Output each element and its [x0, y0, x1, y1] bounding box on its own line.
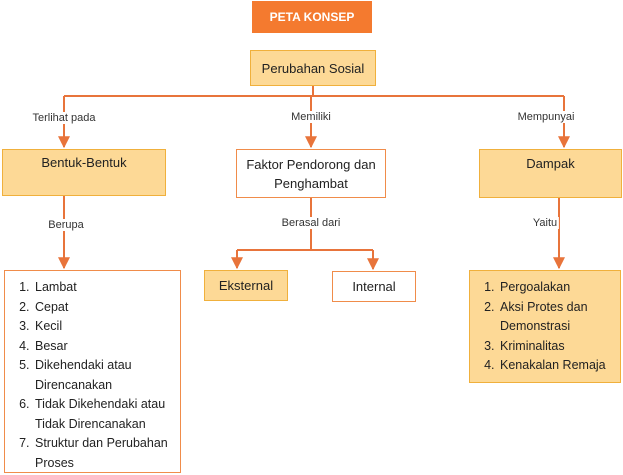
- list-item: Aksi Protes dan Demonstrasi: [498, 298, 616, 337]
- list-bentuk: Lambat Cepat Kecil Besar Dikehendaki ata…: [4, 270, 181, 473]
- list-item: Dikehendaki atau Direncanakan: [33, 356, 176, 395]
- node-eksternal: Eksternal: [204, 270, 288, 301]
- edge-label-yaitu: Yaitu: [530, 217, 560, 229]
- node-faktor: Faktor Pendorong dan Penghambat: [236, 149, 386, 198]
- edge-label-memiliki: Memiliki: [289, 111, 333, 123]
- list-item: Cepat: [33, 298, 176, 318]
- edge-label-mempunyai: Mempunyai: [515, 111, 577, 123]
- root-node: Perubahan Sosial: [250, 50, 376, 86]
- list-item: Tidak Dikehendaki atau Tidak Direncanaka…: [33, 395, 176, 434]
- edge-label-terlihat-pada: Terlihat pada: [30, 112, 98, 124]
- edge-label-berupa: Berupa: [46, 219, 86, 231]
- list-item: Kriminalitas: [498, 337, 616, 357]
- node-dampak: Dampak: [479, 149, 622, 198]
- node-internal: Internal: [332, 271, 416, 302]
- list-item: Kecil: [33, 317, 176, 337]
- list-dampak: Pergoalakan Aksi Protes dan Demonstrasi …: [469, 270, 621, 383]
- node-bentuk-bentuk: Bentuk-Bentuk: [2, 149, 166, 196]
- list-item: Pergoalakan: [498, 278, 616, 298]
- list-item: Kenakalan Remaja: [498, 356, 616, 376]
- edge-label-berasal-dari: Berasal dari: [279, 217, 343, 229]
- concept-map-title: PETA KONSEP: [252, 1, 372, 33]
- list-item: Struktur dan Perubahan Proses: [33, 434, 176, 473]
- list-item: Besar: [33, 337, 176, 357]
- list-item: Lambat: [33, 278, 176, 298]
